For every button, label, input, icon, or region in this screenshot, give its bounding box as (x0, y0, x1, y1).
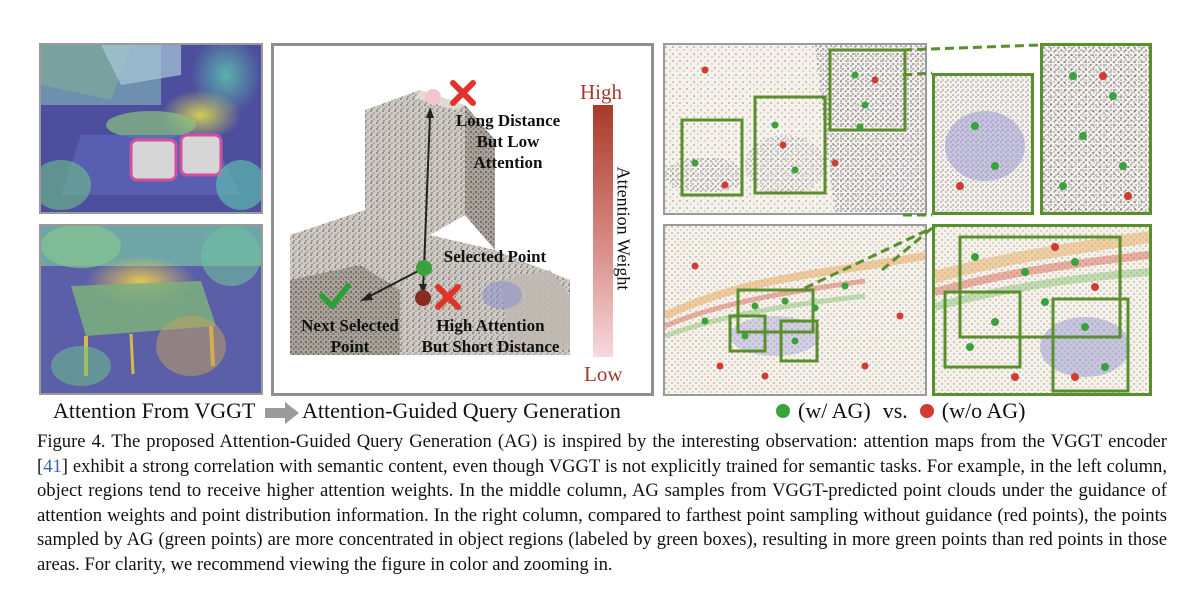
colorbar-low-label: Low (584, 362, 623, 386)
attention-map-image-top (39, 43, 263, 214)
green-dot-icon (776, 404, 790, 418)
middle-column-label: Attention-Guided Query Generation (302, 398, 621, 423)
caption-prefix: Figure 4. The proposed Attention-Guided … (37, 431, 1167, 477)
legend: (w/ AG) vs. (w/o AG) (776, 398, 1026, 424)
colorbar-title: Attention Weight (613, 166, 634, 291)
annotation-high-attention: High Attention But Short Distance (421, 316, 560, 356)
high-attention-point (415, 290, 431, 306)
point-cloud-top-left (663, 43, 927, 215)
low-attention-point (425, 89, 441, 105)
point-cloud-bottom-left (663, 224, 927, 396)
legend-green-label: (w/ AG) (798, 398, 871, 423)
attention-map-image-bottom (39, 224, 263, 395)
red-cross-icon-bottom (435, 284, 461, 310)
point-cloud-bottom-zoom (932, 224, 1152, 396)
legend-red-label: (w/o AG) (941, 398, 1026, 423)
point-cloud-illustration (290, 80, 570, 355)
colorbar-high-label: High (580, 80, 622, 104)
zoom-connector-lines (804, 43, 1041, 290)
left-column-label: Attention From VGGT (53, 398, 256, 423)
arrow-right-icon (265, 402, 299, 424)
red-dot-icon (919, 404, 934, 418)
attention-colorbar (593, 105, 613, 357)
annotation-long-distance: Long Distance But Low Attention (455, 111, 561, 172)
red-cross-icon-top (450, 80, 476, 106)
figure-caption: Figure 4. The proposed Attention-Guided … (37, 430, 1167, 577)
citation-link[interactable]: 41 (43, 455, 62, 477)
caption-suffix: ] exhibit a strong correlation with sema… (37, 455, 1167, 575)
legend-vs: vs. (882, 398, 908, 423)
selected-point (416, 260, 432, 276)
point-cloud-top-zoom-a (932, 73, 1034, 215)
annotation-next-selected: Next Selected Point (301, 316, 399, 356)
annotation-selected-point: Selected Point (443, 247, 547, 266)
green-check-icon (319, 283, 351, 309)
point-cloud-top-zoom-b (1040, 43, 1152, 215)
